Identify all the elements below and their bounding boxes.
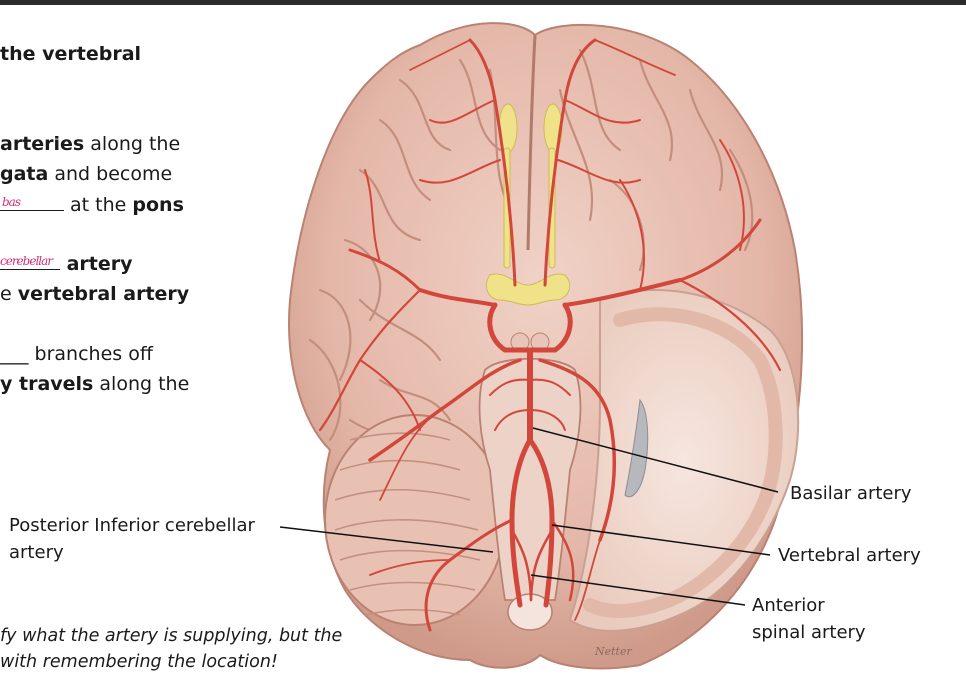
longitudinal-fissure [526,34,537,251]
text-line-2: arteries along the [0,132,180,156]
text-fragment: vertebral artery [17,283,190,305]
text-fragment: arteries [0,133,85,155]
blank-basilar: bas [0,194,64,211]
arteries [318,38,782,632]
leader-basilar [532,427,779,493]
text-fragment: and become [48,163,173,185]
text-line-1: the vertebral [0,42,141,66]
text-fragment: y travels [0,373,94,395]
text-line-8: y travels along the [0,372,189,396]
lateral-ventricle [624,398,649,498]
top-bar [0,0,966,5]
brainstem [478,357,582,601]
blank-pica: cerebellar [0,253,60,270]
label-pica: Posterior Inferior cerebellar [9,515,255,536]
text-fragment: at the [64,194,133,216]
label-pica-line2: artery [9,542,64,563]
text-fragment: pons [132,194,184,216]
label-vertebral-artery: Vertebral artery [778,545,921,566]
cortex-band [583,307,783,619]
text-line-3: gata and become [0,162,172,186]
handwriting-basilar: bas [2,195,21,209]
optic-chiasm [485,273,571,306]
cerebellum-folia [334,432,481,616]
text-fragment: ___ branches off [0,343,153,365]
text-fragment: gata [0,163,49,185]
text-fragment: e [0,283,18,305]
text-line-5: cerebellar artery [0,252,133,276]
text-fragment: artery [60,253,133,275]
text-line-4: bas at the pons [0,193,184,217]
text-fragment: along the [93,373,190,395]
text-fragment: along the [84,133,181,155]
temporal-cut-surface [568,289,800,632]
leader-anterior-spinal [530,574,746,606]
text-line-6: e vertebral artery [0,282,189,306]
leader-lines [279,427,779,606]
leader-pica [279,526,494,553]
leader-vertebral [551,524,771,556]
artist-signature: Netter [594,645,632,658]
handwriting-pica: cerebellar [0,254,53,268]
note-line-1: fy what the artery is supplying, but the [0,626,343,646]
label-anterior-spinal-artery: Anterior [752,595,825,616]
label-anterior-spinal-artery-line2: spinal artery [752,622,866,643]
text-line-7: ___ branches off [0,342,153,366]
text-fragment: the vertebral [0,43,142,65]
label-basilar-artery: Basilar artery [790,483,912,504]
note-line-2: with remembering the location! [0,652,278,672]
